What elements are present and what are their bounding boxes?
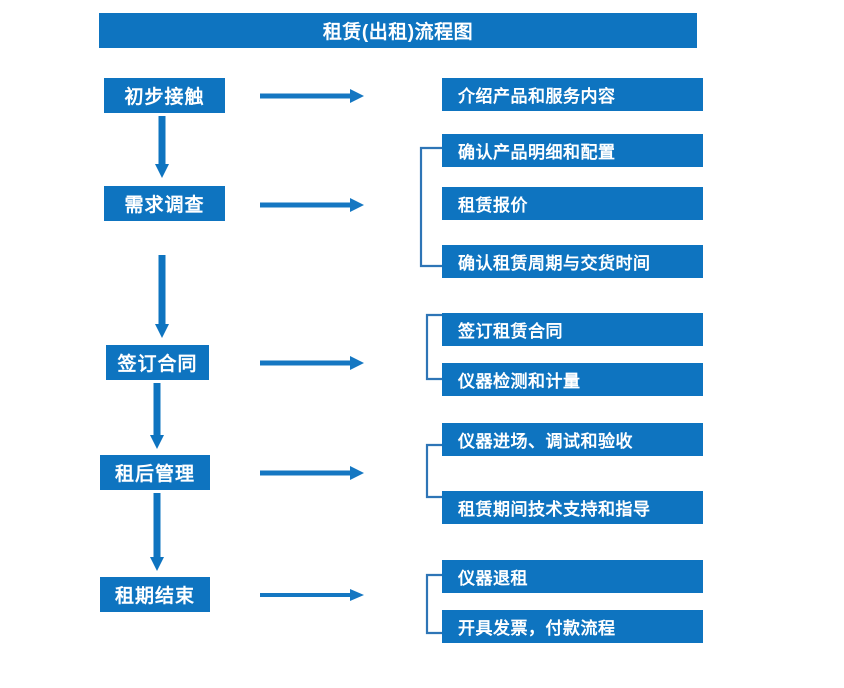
group-bracket-5: [424, 573, 442, 635]
detail-box-9[interactable]: 仪器退租: [442, 560, 703, 593]
vertical-arrow-2-to-3: [153, 255, 171, 340]
detail-box-10[interactable]: 开具发票，付款流程: [442, 610, 703, 643]
vertical-arrow-4-to-5: [148, 493, 166, 573]
detail-box-6[interactable]: 仪器检测和计量: [442, 363, 703, 396]
detail-box-1[interactable]: 介绍产品和服务内容: [442, 78, 703, 111]
group-bracket-3: [424, 313, 442, 381]
detail-box-2[interactable]: 确认产品明细和配置: [442, 134, 703, 167]
horizontal-arrow-stage-2: [260, 196, 366, 214]
horizontal-arrow-stage-3: [260, 354, 366, 372]
group-bracket-2: [418, 146, 442, 268]
detail-box-7[interactable]: 仪器进场、调试和验收: [442, 423, 703, 456]
horizontal-arrow-stage-1: [260, 87, 366, 105]
detail-box-3[interactable]: 租赁报价: [442, 187, 703, 220]
horizontal-arrow-stage-5: [260, 586, 366, 604]
stage-box-2[interactable]: 需求调查: [104, 186, 225, 221]
stage-box-4[interactable]: 租后管理: [100, 455, 210, 490]
vertical-arrow-3-to-4: [148, 383, 166, 451]
vertical-arrow-1-to-2: [153, 116, 171, 180]
stage-box-1[interactable]: 初步接触: [104, 78, 225, 113]
stage-box-5[interactable]: 租期结束: [100, 577, 210, 612]
detail-box-5[interactable]: 签订租赁合同: [442, 313, 703, 346]
detail-box-4[interactable]: 确认租赁周期与交货时间: [442, 245, 703, 278]
stage-box-3[interactable]: 签订合同: [106, 345, 209, 380]
detail-box-8[interactable]: 租赁期间技术支持和指导: [442, 491, 703, 524]
page-title: 租赁(出租)流程图: [99, 13, 697, 48]
horizontal-arrow-stage-4: [260, 464, 366, 482]
group-bracket-4: [424, 443, 442, 499]
